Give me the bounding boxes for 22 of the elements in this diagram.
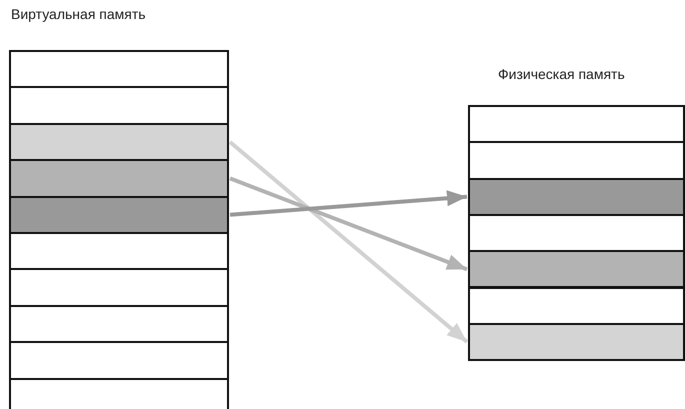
column-heading: Физическая память	[498, 66, 625, 82]
memory-page	[9, 268, 229, 307]
memory-page	[9, 341, 229, 380]
arrow	[229, 176, 468, 272]
memory-page	[468, 214, 685, 252]
memory-page	[468, 322, 685, 362]
memory-page	[468, 286, 685, 325]
arrow	[228, 140, 468, 344]
memory-page	[468, 141, 685, 180]
arrow	[230, 190, 468, 217]
memory-page	[468, 105, 685, 144]
memory-page	[468, 250, 685, 288]
memory-page	[9, 122, 229, 162]
memory-page	[9, 50, 229, 88]
memory-page	[9, 159, 229, 198]
memory-page	[9, 232, 229, 270]
memory-page	[9, 196, 229, 234]
column-heading: Виртуальная память	[11, 6, 146, 22]
memory-page	[9, 86, 229, 125]
memory-page	[9, 304, 229, 344]
memory-page	[9, 378, 229, 409]
memory-page	[468, 178, 685, 216]
